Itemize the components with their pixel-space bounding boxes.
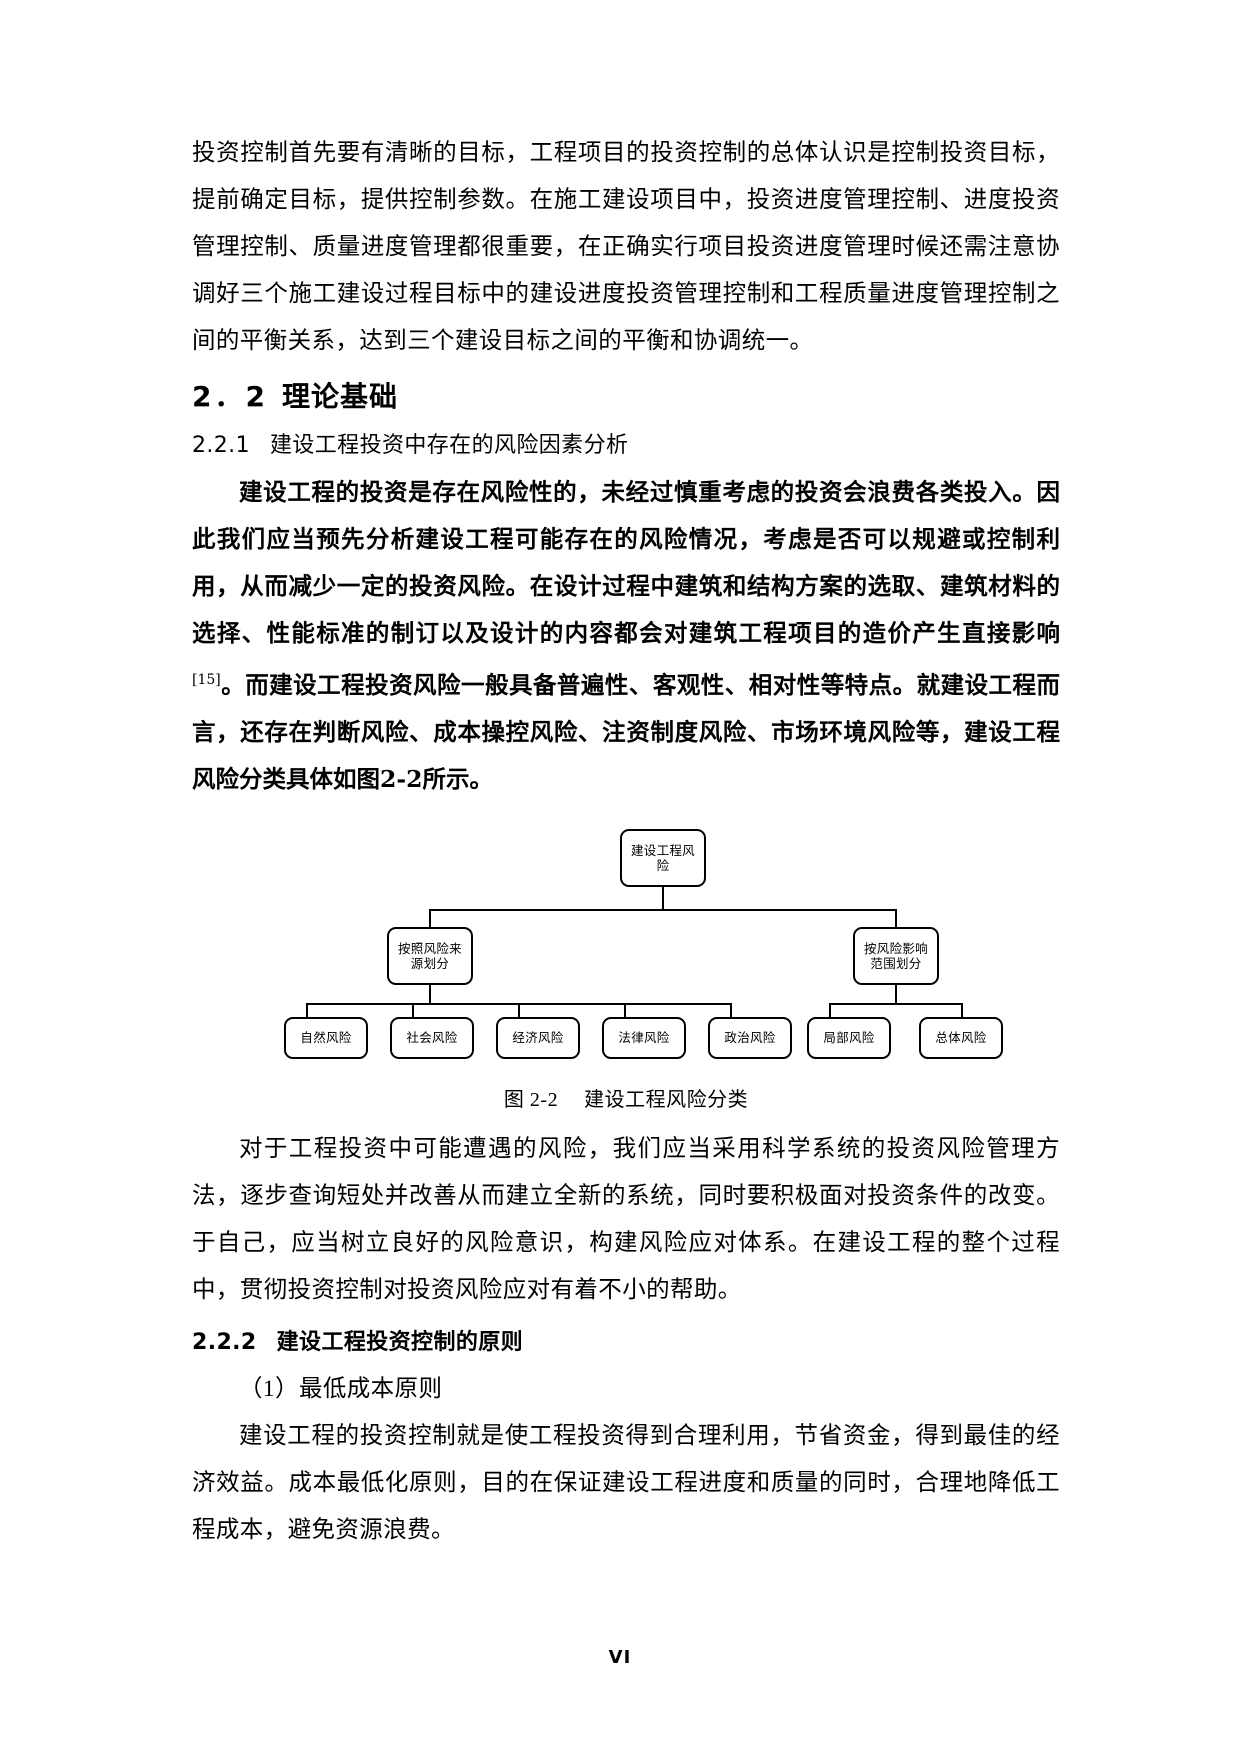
paragraph-risk-factors-part2: 。而建设工程投资风险一般具备普遍性、客观性、相对性等特点。就建设工程而言，还存在…	[192, 670, 1060, 793]
paragraph-intro: 投资控制首先要有清晰的目标，工程项目的投资控制的总体认识是控制投资目标，提前确定…	[192, 140, 1060, 354]
section-number: 2．2	[192, 380, 268, 413]
diagram-connector-leaf-drop-5	[730, 1002, 732, 1017]
figure-2-2: 建设工程风 险 按照风险来 源划分 按风险影响 范围划分	[192, 828, 1060, 1079]
subsection-heading-2-2-1: 2.2.1 建设工程投资中存在的风险因素分析	[192, 427, 1060, 465]
subsection-title: 建设工程投资中存在的风险因素分析	[269, 433, 629, 458]
diagram-connector-leaf-drop-6	[829, 1002, 831, 1017]
diagram-node-root: 建设工程风 险	[620, 828, 706, 887]
diagram-leaf-node: 经济风险	[496, 1016, 580, 1059]
diagram-node-root-label: 建设工程风 险	[630, 842, 695, 873]
subsection-title: 建设工程投资控制的原则	[276, 1329, 524, 1355]
diagram-connector-leaf-drop-1	[306, 1002, 308, 1017]
subsection-heading-2-2-2: 2.2.2 建设工程投资控制的原则	[192, 1324, 1060, 1362]
diagram-leaf-label-6: 局部风险	[823, 1030, 875, 1046]
paragraph-risk-management: 对于工程投资中可能遭遇的风险，我们应当采用科学系统的投资风险管理方法，逐步查询短…	[192, 1135, 1060, 1303]
paragraph-principle-item: （1）最低成本原则	[239, 1375, 443, 1402]
subsection-number: 2.2.1	[192, 433, 250, 458]
diagram-leaf-label-1: 自然风险	[300, 1030, 352, 1046]
figure-caption: 图 2-2 建设工程风险分类	[192, 1083, 1060, 1112]
diagram-node-branch-right: 按风险影响 范围划分	[853, 926, 939, 985]
diagram-node-branch-right-label: 按风险影响 范围划分	[863, 940, 928, 971]
section-heading-2-2: 2．2 理论基础	[192, 377, 1060, 417]
paragraph-risk-factors-part1: 建设工程的投资是存在风险性的，未经过慎重考虑的投资会浪费各类投入。因此我们应当预…	[192, 478, 1060, 647]
risk-classification-diagram: 建设工程风 险 按照风险来 源划分 按风险影响 范围划分	[284, 828, 1003, 1059]
paragraph-risk-factors: 建设工程的投资是存在风险性的，未经过慎重考虑的投资会浪费各类投入。因此我们应当预…	[192, 469, 1060, 803]
subsection-number: 2.2.2	[192, 1329, 257, 1355]
diagram-leaf-label-5: 政治风险	[724, 1030, 776, 1046]
diagram-leaf-node: 社会风险	[390, 1016, 474, 1059]
page-number: VI	[608, 1647, 632, 1668]
diagram-connector-leaf-drop-3	[518, 1002, 520, 1017]
diagram-connector-right-stem	[895, 984, 897, 1003]
diagram-connector-level1-bus	[429, 908, 897, 911]
diagram-node-branch-left: 按照风险来 源划分	[387, 926, 473, 985]
diagram-leaf-label-2: 社会风险	[406, 1030, 458, 1046]
section-title: 理论基础	[281, 380, 398, 413]
diagram-leaf-node: 总体风险	[919, 1016, 1003, 1059]
paragraph-principle-body: 建设工程的投资控制就是使工程投资得到合理利用，节省资金，得到最佳的经济效益。成本…	[192, 1422, 1060, 1543]
diagram-leaf-node: 政治风险	[708, 1016, 792, 1059]
figure-caption-title: 建设工程风险分类	[584, 1088, 749, 1111]
diagram-leaf-label-3: 经济风险	[512, 1030, 564, 1046]
diagram-connector-leaf-drop-4	[624, 1002, 626, 1017]
diagram-connector-branch-left-drop	[429, 908, 431, 927]
diagram-connector-left-stem	[429, 984, 431, 1003]
diagram-connector-leaf-drop-2	[412, 1002, 414, 1017]
diagram-node-branch-left-label: 按照风险来 源划分	[397, 940, 462, 971]
diagram-leaf-node: 自然风险	[284, 1016, 368, 1059]
diagram-connector-right-leaf-bus	[829, 1002, 961, 1005]
diagram-leaf-label-4: 法律风险	[618, 1030, 670, 1046]
diagram-leaf-node: 局部风险	[807, 1016, 891, 1059]
diagram-connector-root-stem	[662, 886, 664, 909]
diagram-connector-branch-right-drop	[895, 908, 897, 927]
citation-reference: [15]	[192, 672, 221, 688]
diagram-connector-leaf-drop-7	[961, 1002, 963, 1017]
diagram-leaf-label-7: 总体风险	[935, 1030, 987, 1046]
figure-caption-label: 图 2-2	[503, 1088, 559, 1111]
diagram-leaf-node: 法律风险	[602, 1016, 686, 1059]
